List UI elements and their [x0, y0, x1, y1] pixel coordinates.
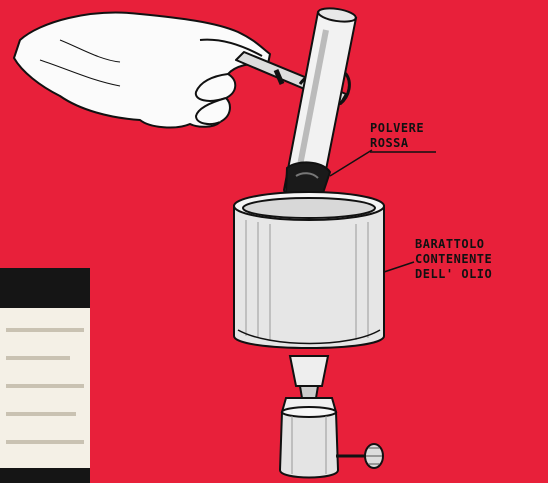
label-barattolo: BARATTOLO CONTENENTE DELL' OLIO	[415, 237, 492, 282]
label-line: DELL' OLIO	[415, 267, 492, 282]
side-panel	[0, 268, 90, 483]
test-tube-icon	[284, 6, 357, 202]
label-line: ROSSA	[370, 136, 424, 151]
barattolo-leader-line	[384, 262, 414, 272]
tin-can-icon	[234, 192, 384, 348]
label-line: BARATTOLO	[415, 237, 492, 252]
label-line: POLVERE	[370, 121, 424, 136]
burner-lamp-icon	[280, 356, 383, 478]
label-polvere-rossa: POLVERE ROSSA	[370, 121, 424, 151]
label-line: CONTENENTE	[415, 252, 492, 267]
polvere-leader-line	[330, 150, 372, 176]
